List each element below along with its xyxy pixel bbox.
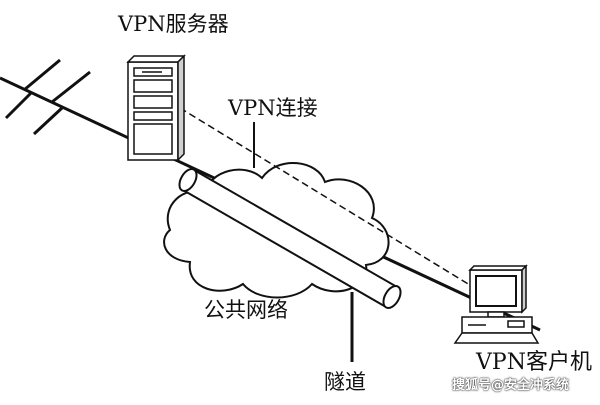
public-network-label: 公共网络 bbox=[204, 298, 288, 322]
server-tower-icon bbox=[126, 54, 186, 162]
tunnel-label: 隧道 bbox=[324, 370, 366, 394]
watermark-text: 搜狐号@安全冲系统 bbox=[452, 378, 570, 393]
client-computer-icon bbox=[453, 264, 540, 344]
vpn-connection-label: VPN连接 bbox=[228, 96, 318, 120]
vpn-connection-line bbox=[179, 107, 479, 291]
tunnel-pipe-icon bbox=[178, 168, 402, 309]
vpn-client-label: VPN客户机 bbox=[476, 350, 592, 375]
vpn-server-label: VPN服务器 bbox=[118, 12, 229, 36]
